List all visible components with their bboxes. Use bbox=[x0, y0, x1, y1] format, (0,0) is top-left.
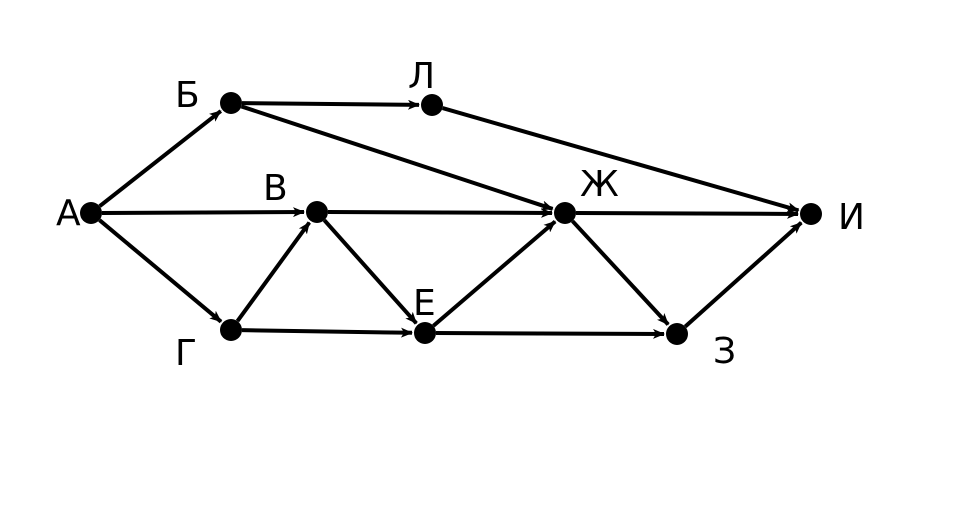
node-L bbox=[421, 94, 443, 116]
node-Zh bbox=[554, 202, 576, 224]
node-B bbox=[220, 92, 242, 114]
node-label-V: В bbox=[263, 168, 288, 209]
edge-B-L bbox=[241, 99, 421, 110]
edge-B-Zh bbox=[240, 104, 554, 211]
node-label-Z: З bbox=[713, 331, 736, 372]
edge-Z-I bbox=[683, 221, 803, 329]
edge-Zh-I bbox=[575, 208, 800, 219]
edge-L-I bbox=[442, 106, 800, 213]
node-label-I: И bbox=[838, 197, 865, 238]
nodes-layer bbox=[80, 92, 822, 345]
edge-E-Z bbox=[435, 328, 666, 339]
edge-G-V bbox=[235, 221, 311, 323]
node-label-Zh: Ж bbox=[580, 164, 619, 205]
edge-A-V bbox=[101, 207, 306, 218]
node-label-G: Г bbox=[175, 333, 197, 374]
node-label-B: Б bbox=[175, 75, 200, 116]
node-I bbox=[800, 203, 822, 225]
node-Z bbox=[666, 323, 688, 345]
node-V bbox=[306, 201, 328, 223]
node-label-A: А bbox=[56, 193, 81, 234]
node-E bbox=[414, 322, 436, 344]
edge-G-E bbox=[241, 327, 414, 338]
node-label-L: Л bbox=[408, 56, 435, 97]
node-label-E: Е bbox=[413, 283, 436, 324]
edge-V-Zh bbox=[327, 207, 554, 218]
node-G bbox=[220, 319, 242, 341]
edge-A-G bbox=[98, 218, 223, 324]
edge-A-B bbox=[98, 109, 223, 208]
labels-layer: А Б В Г Л Е Ж З И bbox=[56, 56, 865, 374]
edge-E-Zh bbox=[432, 219, 557, 328]
node-A bbox=[80, 202, 102, 224]
edge-V-E bbox=[322, 218, 418, 325]
edges-layer bbox=[98, 99, 803, 339]
edge-Zh-Z bbox=[571, 219, 670, 326]
